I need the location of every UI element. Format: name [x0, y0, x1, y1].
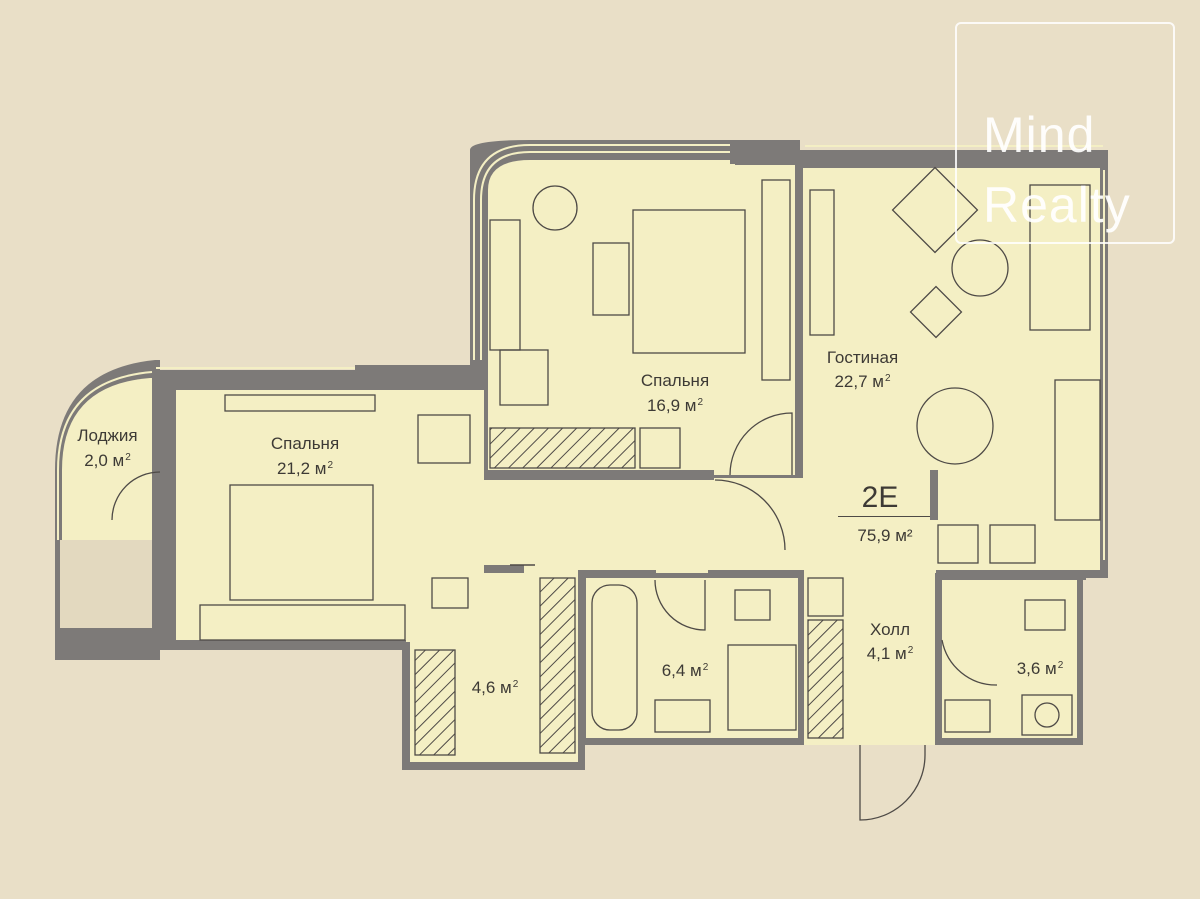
door-corridor [714, 479, 786, 551]
wardrobe-2 [761, 179, 791, 381]
desk-1 [417, 414, 471, 464]
unit-total-area: 75,9 м² [857, 526, 913, 545]
door-bath [654, 579, 706, 631]
room-area-living: 22,7 м2 [834, 372, 891, 391]
floor-kitchen [935, 520, 1100, 568]
door-bedroom2 [729, 412, 793, 476]
room-area-hall: 4,1 м2 [866, 644, 914, 663]
room-area-bedroom-2: 16,9 м2 [646, 396, 704, 415]
watermark-logo: Mind Realty [955, 22, 1175, 244]
windows [57, 144, 1105, 560]
kitchen-counter [1054, 379, 1101, 521]
hall-cabinet [807, 577, 844, 617]
room-area-storage: 4,6 м2 [471, 678, 519, 697]
sofa [1029, 184, 1091, 331]
room-area-loggia: 2,0 м2 [84, 451, 131, 470]
sink [989, 524, 1036, 564]
wardrobe-1 [199, 604, 406, 641]
double-bed-2 [632, 209, 746, 354]
hall-shelf [807, 619, 844, 739]
floor-loggia-lower [60, 540, 152, 628]
cabinet-2 [639, 427, 681, 469]
wc-washer [1021, 694, 1073, 736]
coffee-table [951, 239, 1009, 297]
room-area-bedroom-1: 21,2 м2 [276, 459, 334, 478]
storage-hatched-2 [489, 427, 636, 469]
toilet [734, 589, 771, 621]
floor-wc [942, 580, 1077, 738]
washbasin [654, 699, 711, 733]
ottoman [909, 285, 963, 339]
watermark-line-2: Realty [983, 177, 1131, 233]
nightstand-2a [592, 242, 630, 316]
watermark-line-1: Mind [983, 107, 1096, 163]
desk-2 [499, 349, 549, 406]
storage-shelf-b [539, 577, 576, 754]
chair-1 [431, 577, 469, 609]
room-name-living: Гостиная [826, 348, 899, 367]
wc-toilet [1024, 599, 1066, 631]
tv-panel-1 [224, 394, 376, 412]
shower [727, 644, 797, 731]
wc-basin [944, 699, 991, 733]
room-name-bedroom-1: Спальня [270, 434, 340, 453]
floor-bedroom-2 [488, 160, 795, 475]
room-name-hall: Холл [869, 620, 911, 639]
door-entry [859, 745, 926, 821]
room-area-bathroom: 6,4 м2 [661, 661, 709, 680]
furniture [111, 166, 1101, 821]
floor-loggia [62, 378, 152, 540]
storage-shelf-a [414, 649, 456, 756]
unit-code: 2E [861, 481, 899, 514]
tv-stand [809, 189, 835, 336]
room-area-wc: 3,6 м2 [1016, 659, 1064, 678]
dining-table [916, 387, 994, 465]
shelf-2 [489, 219, 521, 351]
double-bed-1 [229, 484, 374, 601]
unit-divider [838, 516, 930, 517]
bathtub [591, 584, 638, 731]
internal-walls [176, 140, 1086, 745]
door-wc [941, 639, 998, 686]
door-loggia [111, 471, 161, 521]
floor-bath [586, 578, 798, 738]
room-name-loggia: Лоджия [77, 426, 138, 445]
floor-corridor [484, 478, 939, 573]
room-name-bedroom-2: Спальня [640, 371, 710, 390]
stove [937, 524, 979, 564]
round-table-icon [532, 185, 578, 231]
